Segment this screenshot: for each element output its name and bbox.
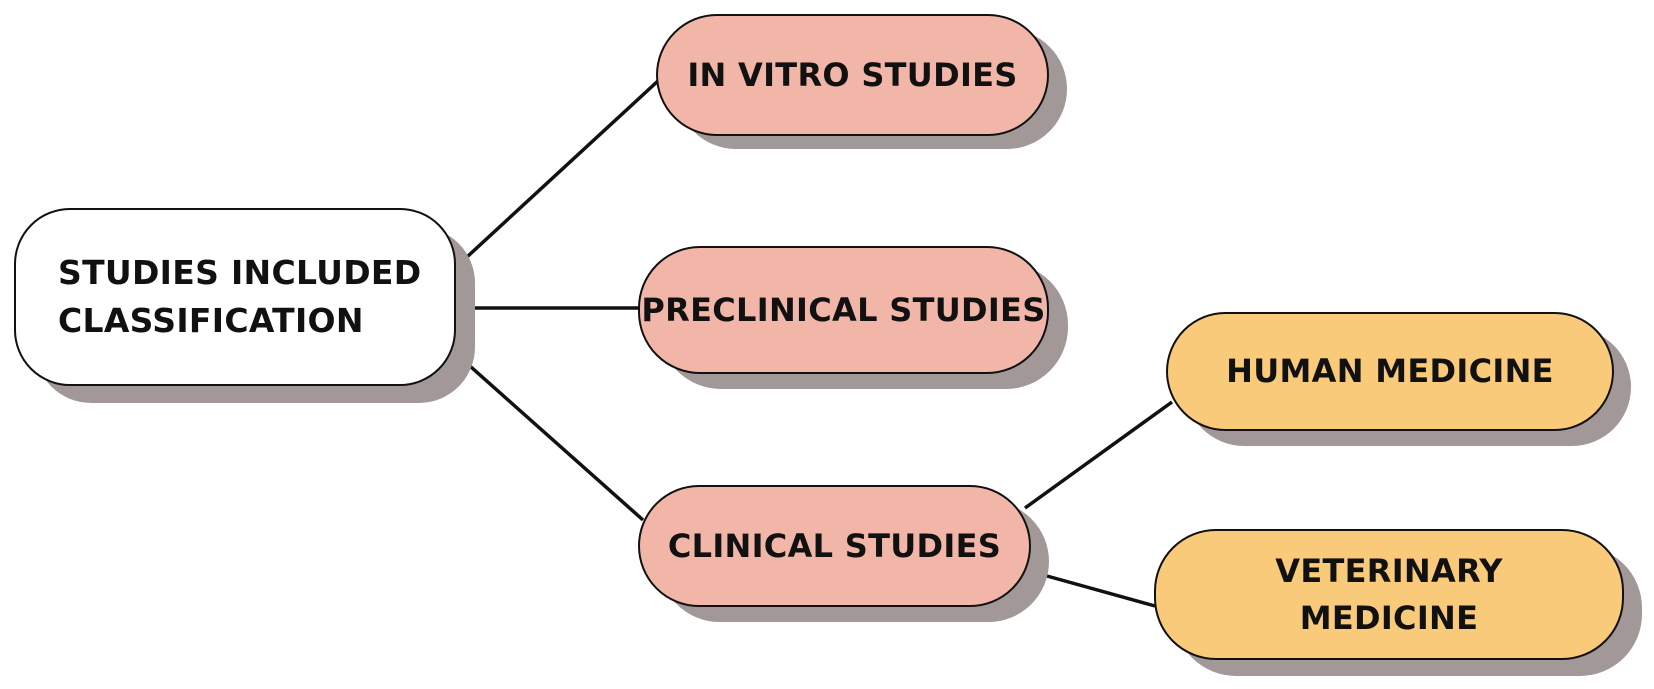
root-node-label-line2: CLASSIFICATION (58, 301, 364, 340)
edge-clinical-to-veterinary (1028, 569, 1156, 608)
preclinical-node-label: PRECLINICAL STUDIES (641, 290, 1046, 329)
clinical-node-label: CLINICAL STUDIES (667, 526, 1002, 565)
veterinary-medicine-node: VETERINARY MEDICINE (1154, 529, 1624, 660)
edge-root-to-clinical (451, 349, 645, 522)
human-medicine-node-label: HUMAN MEDICINE (1226, 352, 1554, 391)
in-vitro-node-label: IN VITRO STUDIES (687, 55, 1018, 94)
preclinical-node: PRECLINICAL STUDIES (638, 246, 1049, 374)
root-node: STUDIES INCLUDED CLASSIFICATION (14, 208, 456, 386)
root-node-label-line1: STUDIES INCLUDED (58, 253, 422, 293)
clinical-node: CLINICAL STUDIES (638, 485, 1031, 607)
edge-clinical-to-human (1023, 400, 1174, 510)
veterinary-medicine-node-label: VETERINARY MEDICINE (1275, 548, 1502, 641)
root-node-label: STUDIES INCLUDED CLASSIFICATION (58, 249, 421, 345)
veterinary-medicine-label-line1: VETERINARY (1275, 552, 1503, 591)
edge-root-to-in-vitro (453, 78, 661, 270)
veterinary-medicine-label-line2: MEDICINE (1299, 598, 1479, 637)
in-vitro-node: IN VITRO STUDIES (656, 14, 1049, 136)
human-medicine-node: HUMAN MEDICINE (1166, 312, 1614, 431)
